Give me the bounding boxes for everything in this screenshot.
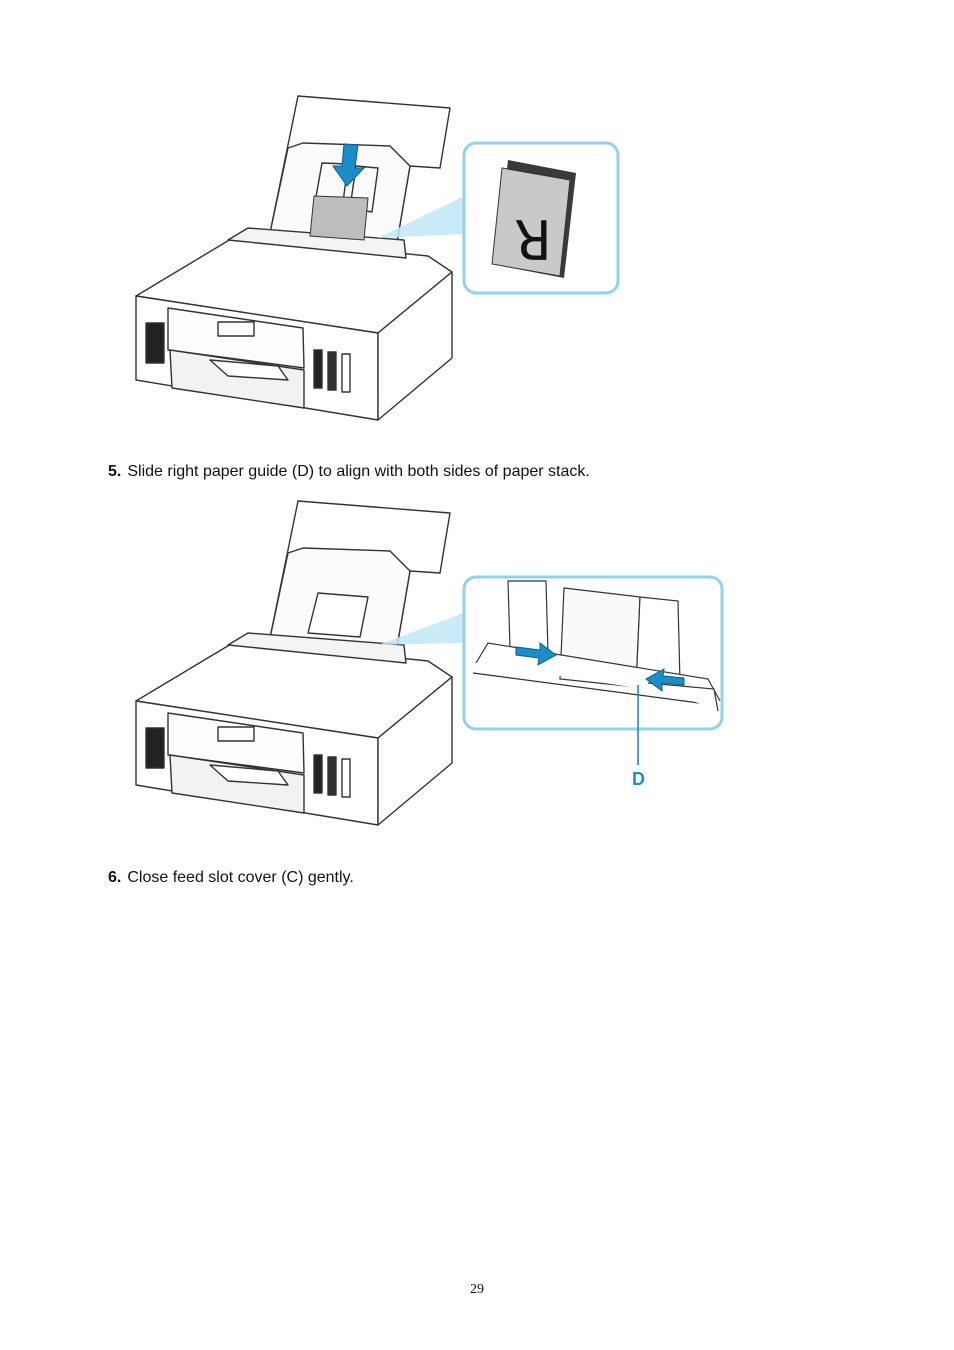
callout-label-d: D: [632, 769, 645, 789]
step-text: Close feed slot cover (C) gently.: [127, 869, 354, 886]
step-5: 5. Slide right paper guide (D) to align w…: [108, 462, 590, 482]
paper-stack-icon: R: [491, 160, 576, 278]
paper-letter: R: [514, 207, 552, 270]
step-text: Slide right paper guide (D) to align wit…: [127, 463, 590, 480]
down-arrow-icon: [332, 143, 366, 187]
step-6: 6. Close feed slot cover (C) gently.: [108, 868, 354, 888]
left-arrow-icon: [645, 668, 685, 692]
page-number: 29: [470, 1282, 484, 1297]
right-arrow-icon: [515, 642, 557, 666]
step-number: 5.: [108, 463, 122, 480]
paper-guide-illustration: D: [135, 500, 724, 826]
printer-load-paper-illustration: R: [135, 95, 620, 421]
step-number: 6.: [108, 869, 122, 886]
